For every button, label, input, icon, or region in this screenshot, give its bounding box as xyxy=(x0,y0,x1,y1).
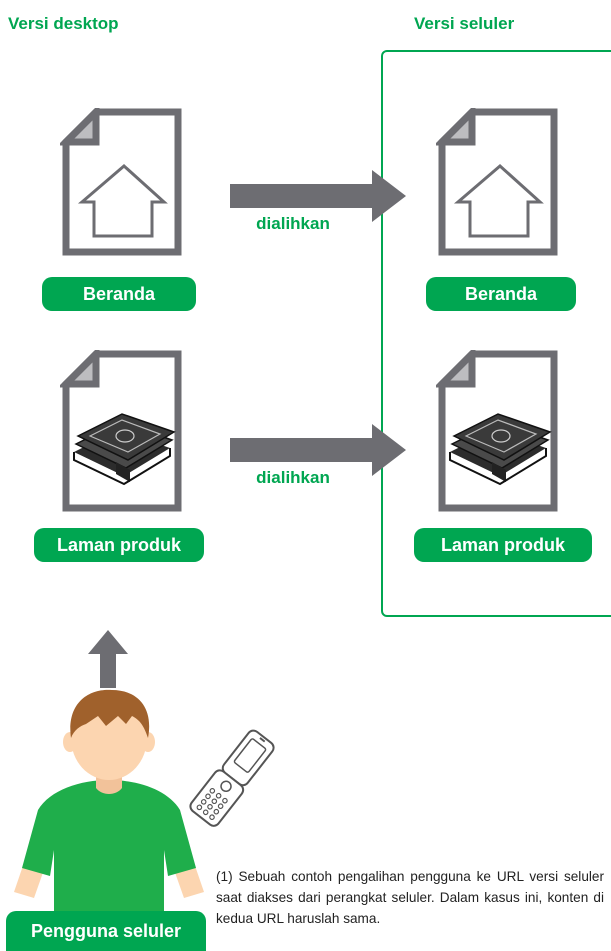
mobile-version-heading: Versi seluler xyxy=(414,14,515,33)
house-document-icon xyxy=(436,108,558,256)
money-document-icon xyxy=(436,350,558,512)
mobile-version-frame xyxy=(381,50,611,617)
user-icon xyxy=(14,689,204,920)
money-document-icon xyxy=(60,350,182,512)
up-arrow-icon xyxy=(88,630,128,688)
desktop-version-heading: Versi desktop xyxy=(8,14,119,33)
desktop-home-label: Beranda xyxy=(42,277,196,311)
mobile-user-label: Pengguna seluler xyxy=(6,911,206,951)
mobile-home-label: Beranda xyxy=(426,277,576,311)
right-arrow-icon xyxy=(230,170,406,222)
desktop-product-label: Laman produk xyxy=(34,528,204,562)
house-document-icon xyxy=(60,108,182,256)
mobile-product-label: Laman produk xyxy=(414,528,592,562)
flip-phone-icon xyxy=(189,729,275,827)
right-arrow-icon xyxy=(230,424,406,476)
redirect-label-top: dialihkan xyxy=(256,214,330,233)
redirect-label-bottom: dialihkan xyxy=(256,468,330,487)
figure-caption: (1) Sebuah contoh pengalihan pengguna ke… xyxy=(216,869,604,926)
